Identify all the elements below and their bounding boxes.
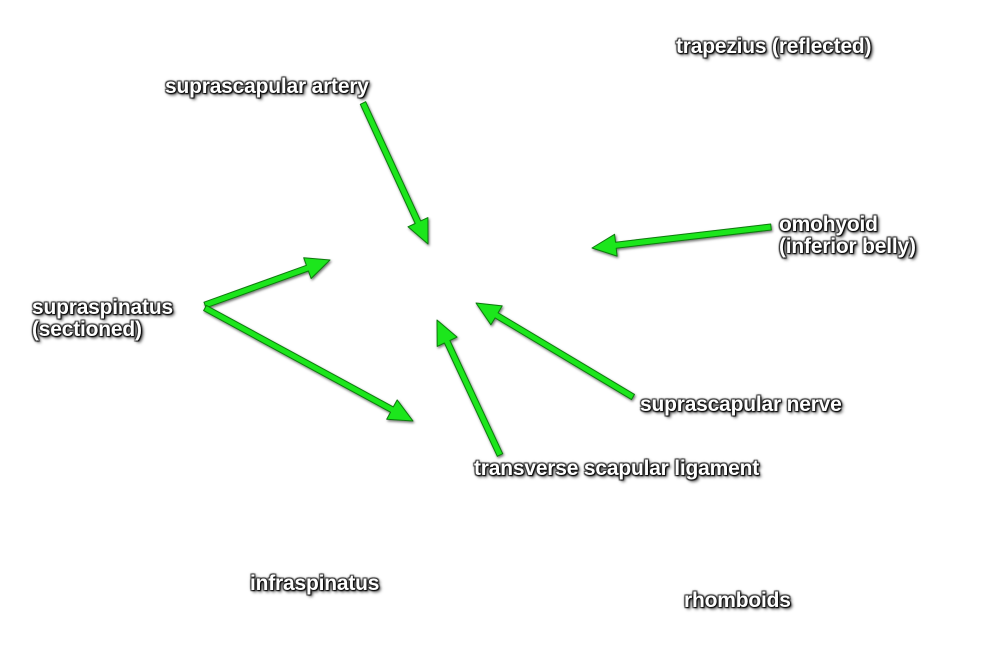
arrow-suprascapular-nerve <box>475 302 635 401</box>
label-rhomboids: rhomboids <box>684 589 791 612</box>
arrow-omohyoid <box>591 223 772 257</box>
label-transverse-scapular-ligament: transverse scapular ligament <box>474 457 760 480</box>
label-suprascapular-nerve: suprascapular nerve <box>640 393 842 416</box>
label-supraspinatus: supraspinatus (sectioned) <box>32 297 173 341</box>
arrow-suprascapular-artery <box>359 101 429 245</box>
label-omohyoid-line2: (inferior belly) <box>779 235 916 258</box>
arrow-transverse-scapular-ligament <box>436 319 504 457</box>
label-suprascapular-artery: suprascapular artery <box>165 75 369 98</box>
label-supraspinatus-line2: (sectioned) <box>32 318 142 341</box>
label-trapezius: trapezius (reflected) <box>676 35 872 58</box>
label-omohyoid: omohyoid (inferior belly) <box>779 214 916 258</box>
label-infraspinatus: infraspinatus <box>250 572 380 595</box>
label-supraspinatus-line1: supraspinatus <box>32 296 173 319</box>
arrow-supraspinatus-lower <box>203 304 414 422</box>
label-omohyoid-line1: omohyoid <box>779 213 878 236</box>
arrow-supraspinatus-upper <box>203 257 331 309</box>
